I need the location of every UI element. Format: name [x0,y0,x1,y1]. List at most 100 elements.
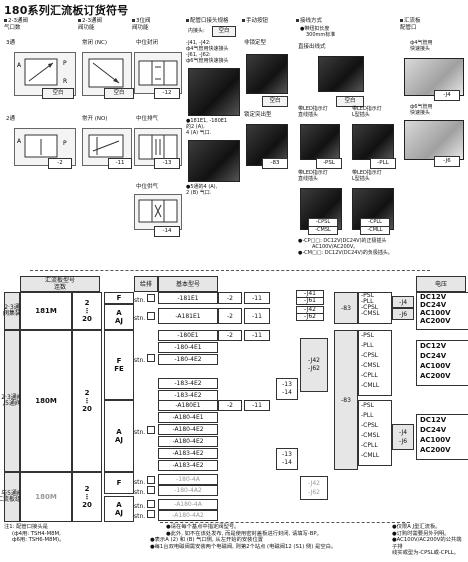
code-181E1: -181E1 [158,292,218,304]
wc2-cpll: -CPLL [361,372,378,379]
pressure-center-icon [138,199,178,223]
block2-stations: 2 ⋮ 20 [72,330,102,472]
no-code: -11 [108,158,132,169]
block3-stations: 2 ⋮ 20 [72,472,102,522]
header-base: 基本型号 [158,276,218,292]
direct-label: 直接出线式 [298,44,326,50]
wiring-sub-2: 300mm标准 [306,32,336,38]
port-2-label: 2通 [6,116,15,122]
wc2-pll: -PLL [361,342,374,349]
wc1-pll: -PLL [361,298,374,305]
page-title: 180系列汇流板订货符号 [4,4,129,17]
block3-stn-4: stn. [134,510,156,520]
stn-input[interactable] [147,294,156,302]
opt-2-d: -2 [218,400,242,411]
exhaust-center-code: -13 [154,158,180,169]
exhaust-center-icon [138,134,178,160]
block3-stn-3: stn. [134,500,156,510]
v2-ac200: AC200V [420,372,451,380]
block2-model: 180M [20,330,72,472]
psl-label: 带LED指示灯 直线插头 [298,106,328,118]
psl-photo [300,124,340,160]
voltages-3: DC12V DC24V AC100V AC200V [416,414,468,460]
v2-dc12: DC12V [420,342,447,350]
note-r1: ●仅限A J型汇流板。 [392,524,441,530]
block2-feed-f: F FE [104,330,134,400]
svg-text:A: A [17,62,22,69]
v3-dc24: DC24V [420,426,447,434]
wc3-cpsl: -CPSL [361,422,379,429]
stn-input[interactable] [147,312,156,320]
wc3-cpll: -CPLL [361,442,378,449]
port-2-diagram: A P [14,128,76,166]
valve-2-port-icon: A P [17,134,67,158]
block1-label: 2·3通 阀集装 [3,292,21,330]
j6-b: -J6 [398,438,408,445]
wiring-section-label: 接线方式 [296,18,356,25]
manual-section-label: 手动按钮 [242,18,282,25]
stn-input[interactable] [147,354,156,362]
stn-input[interactable] [147,426,156,434]
closed-center-label: 中位封闭 [136,40,159,46]
svg-text:R: R [63,78,67,85]
stn-input[interactable] [147,500,156,508]
code-180-4E2: -180-4E2 [158,354,218,365]
pressure-center-code: -14 [154,226,180,237]
non-lock-label: 非锁定型 [244,40,267,46]
stn-input[interactable] [147,476,156,484]
fitting-section-label: 配管口接头规格 [186,18,246,25]
v2-ac100: AC100V [420,362,451,370]
stn-input[interactable] [147,510,156,518]
footnote-left: 注1: 配管口接头是 (ф4用: TSH4-M8M, ф6用: TSH6-M8M… [4,524,84,544]
block3-model: 180M [20,472,72,522]
wiring-legend-1: ●-CP□□: DC12V(DC24V)的正极插头 [298,238,387,244]
wiring-codes-3: -PSL -PLL -CPSL -CMSL -CPLL -CMLL [358,400,392,466]
pll-code: -PLL [370,158,396,169]
stn-label: stn. [134,489,146,496]
j4-b: -J4 [398,429,408,436]
note-3: ф6用: TSH6-M8M)。 [12,537,65,543]
direct-photo [318,56,364,92]
closed-center-code: -12 [154,88,180,99]
wc2-cmll: -CMLL [361,382,380,389]
block3-stn-1: stn. [134,476,156,486]
normally-closed-icon [88,58,124,88]
j61-code: -J61 [296,297,324,305]
block1-feed-f: F [104,292,134,304]
stn-label: stn. [134,429,146,436]
fitting-spec-lines: -J41, -J42: ф4气管用快速接头 -J61, -J62: ф6气管用快… [186,40,242,64]
stn-label: stn. [134,357,146,364]
code-A180-4A: -A180-4A [158,499,218,510]
svg-text:P: P [63,60,67,67]
pipe-label-1: ф4气管用 快速接头 [410,40,433,52]
code-A180-4E1: -A180-4E1 [158,412,218,423]
wc3-cmsl: -CMSL [361,432,380,439]
cpsl-label: 带LED指示灯 直线插头 [298,170,328,182]
code-A183-4E2-a: -A183-4E2 [158,448,218,459]
pll-photo [352,124,394,160]
footer-connector [160,522,410,523]
opt-2-a: -2 [218,292,242,304]
exhaust-center-diagram [134,128,182,166]
wiring-codes-1: -PSL -PLL -CPSL -CMSL [358,292,392,324]
pipe-photo-1 [404,58,464,96]
code-83-b: -83 [334,330,358,470]
pipe-code-1: -J4 [434,90,460,101]
note-2: (ф4用: TSH4-M8M, [12,530,61,537]
v3-dc12: DC12V [420,416,447,424]
note-c1: ●请在每个基点中指定阀型号。 [166,524,240,530]
pipe-section-label: 汇流板 配管口 [400,18,421,31]
function-section-label: 2-3通阀 阀功能 [78,18,102,31]
ports-section-label: 2-3通阀 气口数 [4,18,28,31]
code-A183-4E2-b: -A183-4E2 [158,460,218,471]
j4-j6-b: -J4-J6 [392,424,414,450]
code-180-4A: -180-4A [158,474,218,485]
lock-code: -83 [262,158,288,169]
opt-11-a: -11 [244,292,270,304]
voltages-2: DC12V DC24V AC100V AC200V [416,340,468,386]
port-2-code: -2 [48,158,72,169]
pipe-code-2: -J6 [434,156,460,167]
pressure-center-diagram [134,194,182,230]
fitting-line-3: -J61, -J62: [186,52,211,58]
stn-input[interactable] [147,486,156,494]
